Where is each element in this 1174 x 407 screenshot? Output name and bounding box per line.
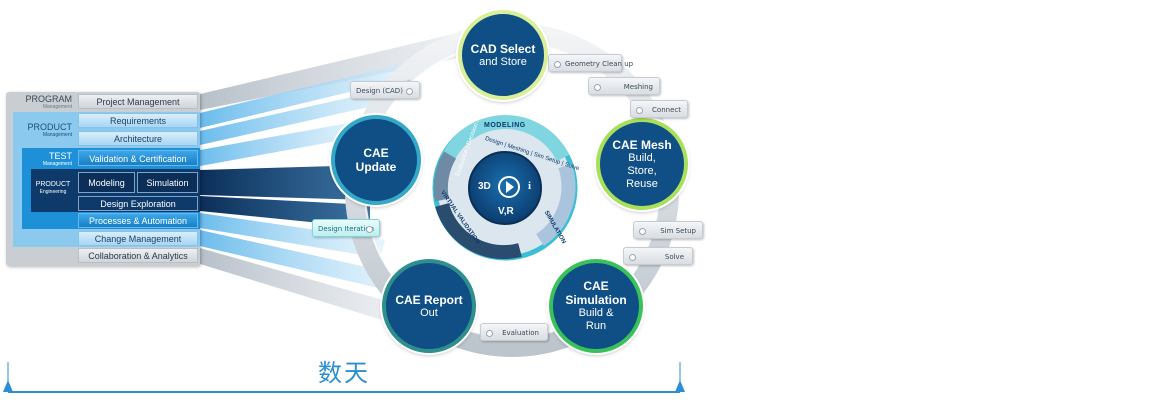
- tag-solve: Solve: [623, 247, 693, 265]
- tag-evaluation: Evaluation: [480, 323, 548, 341]
- tag-dot: [639, 228, 646, 235]
- ray: [200, 213, 385, 258]
- row-change-management: Change Management: [78, 231, 198, 246]
- ray: [200, 120, 370, 166]
- tag-dot: [554, 61, 561, 68]
- product-engineering-label: PRODUCT Engineering: [35, 181, 71, 195]
- hub-ring-modeling: MODELING: [484, 122, 526, 129]
- ray: [200, 62, 420, 128]
- row-modeling: Modeling: [78, 172, 135, 193]
- row-collaboration-analytics: Collaboration & Analytics: [78, 248, 198, 263]
- node-cae-update: CAE Update: [331, 115, 421, 205]
- node-cae-report-out: CAE Report Out: [382, 259, 476, 353]
- tag-design-iteration: Design Iteration: [312, 219, 380, 237]
- row-validation: Validation & Certification: [78, 150, 198, 166]
- tag-sim-setup: Sim Setup: [633, 221, 703, 239]
- tag-dot: [594, 84, 601, 91]
- ray: [200, 165, 370, 200]
- tag-dot: [406, 88, 413, 95]
- node-cae-mesh: CAE Mesh Build, Store, Reuse: [596, 118, 688, 210]
- hub-logo-3d: 3D: [478, 181, 491, 192]
- product-label: PRODUCT Management: [27, 122, 73, 138]
- row-project-management: Project Management: [78, 94, 198, 109]
- tag-connect: Connect: [630, 100, 688, 118]
- row-processes-automation: Processes & Automation: [78, 213, 198, 228]
- center-hub: [432, 115, 578, 261]
- timeline-bracket: [3, 362, 685, 393]
- row-requirements: Requirements: [78, 113, 198, 128]
- node-cad-select-store: CAD Select and Store: [458, 10, 548, 100]
- row-simulation: Simulation: [137, 172, 198, 193]
- hub-logo-vr: V,R: [498, 206, 514, 217]
- tag-design-cad: Design (CAD): [350, 81, 420, 99]
- program-label: PROGRAM Management: [25, 94, 72, 110]
- hub-logo-i: i: [528, 180, 532, 192]
- row-architecture: Architecture: [78, 131, 198, 146]
- tag-dot: [486, 330, 493, 337]
- tag-dot: [636, 107, 643, 114]
- timeline-label: 数天: [318, 359, 370, 387]
- test-label: TEST Management: [42, 151, 72, 167]
- tag-dot: [366, 226, 373, 233]
- tag-geometry-clean-up: Geometry Clean up: [548, 54, 633, 72]
- ray: [200, 230, 402, 292]
- tag-dot: [629, 254, 636, 261]
- tag-meshing: Meshing: [588, 77, 660, 95]
- ray: [200, 248, 425, 330]
- row-design-exploration: Design Exploration: [78, 196, 198, 211]
- ray: [200, 88, 400, 145]
- node-cae-simulation: CAE Simulation Build & Run: [549, 259, 643, 353]
